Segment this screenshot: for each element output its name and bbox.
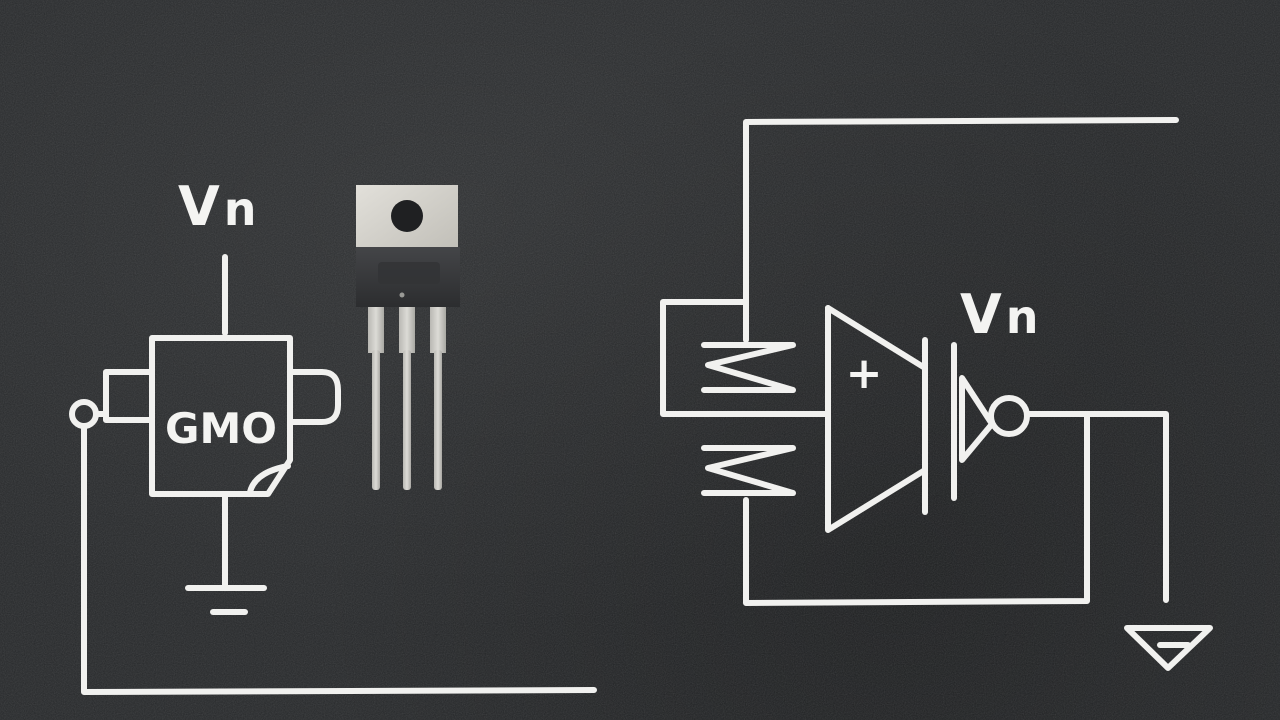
gmo-block-folded-corner	[247, 463, 291, 495]
transistor-lead-3-shoulder	[430, 307, 446, 353]
input-loop-wire	[660, 299, 828, 417]
right-supply-label: Vn	[960, 283, 1039, 346]
top-feedback-wire	[743, 117, 1179, 343]
spring-element-lower	[701, 445, 796, 496]
transistor-pin1-dot	[399, 292, 405, 298]
transistor-lead-2	[403, 350, 411, 490]
transistor-marking-area	[378, 262, 440, 284]
gmo-left-pin	[103, 369, 155, 423]
left-supply-label: Vn	[178, 175, 257, 238]
to220-transistor	[356, 185, 460, 490]
opamp-plus-sign: +	[846, 348, 883, 399]
buffer-triangle	[959, 375, 995, 463]
output-wire	[1024, 411, 1169, 603]
left-circuit: Vn GMO	[69, 175, 597, 695]
opamp-left-edge	[825, 305, 928, 533]
left-return-wire	[81, 425, 597, 695]
transistor-lead-3	[434, 350, 442, 490]
gmo-right-pin	[287, 369, 341, 425]
right-circuit: + Vn	[660, 117, 1213, 671]
spring-element-upper	[701, 342, 796, 393]
bottom-return-wire	[743, 411, 1090, 606]
transistor-leads	[368, 307, 446, 490]
opamp-top-edge	[825, 305, 928, 371]
transistor-mounting-hole	[391, 200, 423, 232]
transistor-lead-2-shoulder	[399, 307, 415, 353]
gmo-block-label: GMO	[165, 404, 277, 453]
gmo-block	[149, 335, 293, 497]
transistor-lead-1-shoulder	[368, 307, 384, 353]
transistor-lead-1	[372, 350, 380, 490]
right-ground-symbol	[1124, 625, 1213, 671]
